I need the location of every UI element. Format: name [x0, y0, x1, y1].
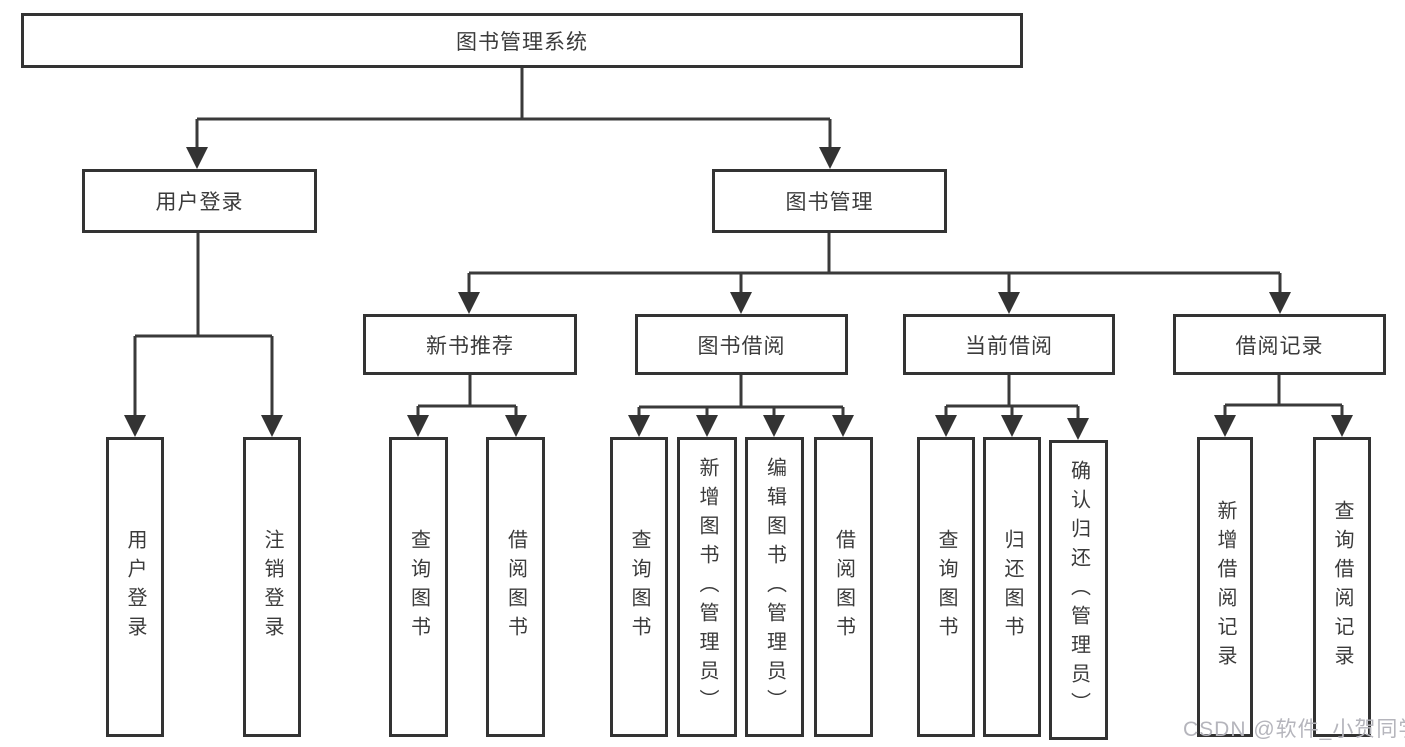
- node-label: 用户登录: [155, 191, 244, 214]
- arrow-down-icon: [1331, 415, 1353, 437]
- connector-borrow-records-branch: [1223, 375, 1344, 418]
- arrow-down-icon: [458, 292, 480, 314]
- node-query-borrow-record: 查询借阅记录: [1313, 437, 1371, 737]
- node-current-borrowing: 当前借阅: [903, 314, 1115, 375]
- node-user-login-leaf: 用户登录: [106, 437, 164, 737]
- node-label: 新增借阅记录: [1214, 500, 1236, 674]
- node-query-books-1: 查询图书: [389, 437, 448, 737]
- node-user-login: 用户登录: [82, 169, 317, 233]
- node-library-management-system: 图书管理系统: [21, 13, 1023, 68]
- node-book-borrowing: 图书借阅: [635, 314, 848, 375]
- node-label: 图书管理: [785, 191, 874, 214]
- node-query-books-2: 查询图书: [610, 437, 668, 737]
- node-edit-books-admin: 编辑图书（管理员）: [745, 437, 804, 737]
- node-add-books-admin: 新增图书（管理员）: [677, 437, 737, 737]
- node-label: 新增图书（管理员）: [696, 456, 718, 718]
- arrow-down-icon: [1001, 415, 1023, 437]
- arrow-down-icon: [998, 292, 1020, 314]
- node-label: 查询图书: [628, 529, 650, 645]
- node-label: 用户登录: [124, 529, 146, 645]
- node-label: 借阅图书: [504, 529, 527, 645]
- node-label: 新书推荐: [426, 334, 514, 358]
- connector-current-borrow-branch: [944, 375, 1080, 418]
- node-label: 查询图书: [407, 529, 430, 645]
- node-borrow-books-1: 借阅图书: [486, 437, 545, 737]
- node-label: 查询借阅记录: [1331, 500, 1353, 674]
- node-confirm-return-admin: 确认归还（管理员）: [1049, 440, 1108, 740]
- connector-book-mgmt-branch: [467, 233, 1282, 295]
- arrow-down-icon: [832, 415, 854, 437]
- arrow-down-icon: [407, 415, 429, 437]
- connector-new-books-branch: [416, 375, 518, 418]
- connector-user-login-branch: [133, 233, 274, 418]
- node-new-book-recommend: 新书推荐: [363, 314, 577, 375]
- node-label: 图书管理系统: [456, 30, 588, 54]
- arrowhead-icons: [124, 147, 1353, 440]
- arrow-down-icon: [696, 415, 718, 437]
- arrow-down-icon: [261, 415, 283, 437]
- arrow-down-icon: [1067, 418, 1089, 440]
- node-borrow-books-2: 借阅图书: [814, 437, 873, 737]
- arrow-down-icon: [1269, 292, 1291, 314]
- node-label: 借阅图书: [832, 529, 855, 645]
- node-label: 注销登录: [261, 529, 283, 645]
- node-label: 编辑图书（管理员）: [763, 456, 786, 718]
- arrow-down-icon: [819, 147, 841, 169]
- node-borrowing-records: 借阅记录: [1173, 314, 1386, 375]
- arrow-down-icon: [628, 415, 650, 437]
- node-return-books: 归还图书: [983, 437, 1041, 737]
- arrow-down-icon: [935, 415, 957, 437]
- arrow-down-icon: [730, 292, 752, 314]
- node-book-management: 图书管理: [712, 169, 947, 233]
- node-label: 查询图书: [935, 529, 957, 645]
- node-label: 确认归还（管理员）: [1067, 459, 1090, 721]
- node-label: 借阅记录: [1235, 334, 1324, 358]
- node-label: 归还图书: [1001, 529, 1023, 645]
- node-add-borrow-record: 新增借阅记录: [1197, 437, 1253, 737]
- connector-lines: [133, 68, 1344, 418]
- arrow-down-icon: [1214, 415, 1236, 437]
- node-label: 当前借阅: [965, 334, 1053, 358]
- arrow-down-icon: [186, 147, 208, 169]
- node-logout: 注销登录: [243, 437, 301, 737]
- node-label: 图书借阅: [697, 334, 786, 358]
- arrow-down-icon: [763, 415, 785, 437]
- csdn-watermark: CSDN @软件_小贺同学: [1183, 718, 1405, 741]
- arrow-down-icon: [124, 415, 146, 437]
- node-query-books-3: 查询图书: [917, 437, 975, 737]
- connector-book-borrow-branch: [637, 375, 845, 418]
- arrow-down-icon: [505, 415, 527, 437]
- connector-root-to-level1: [195, 68, 832, 150]
